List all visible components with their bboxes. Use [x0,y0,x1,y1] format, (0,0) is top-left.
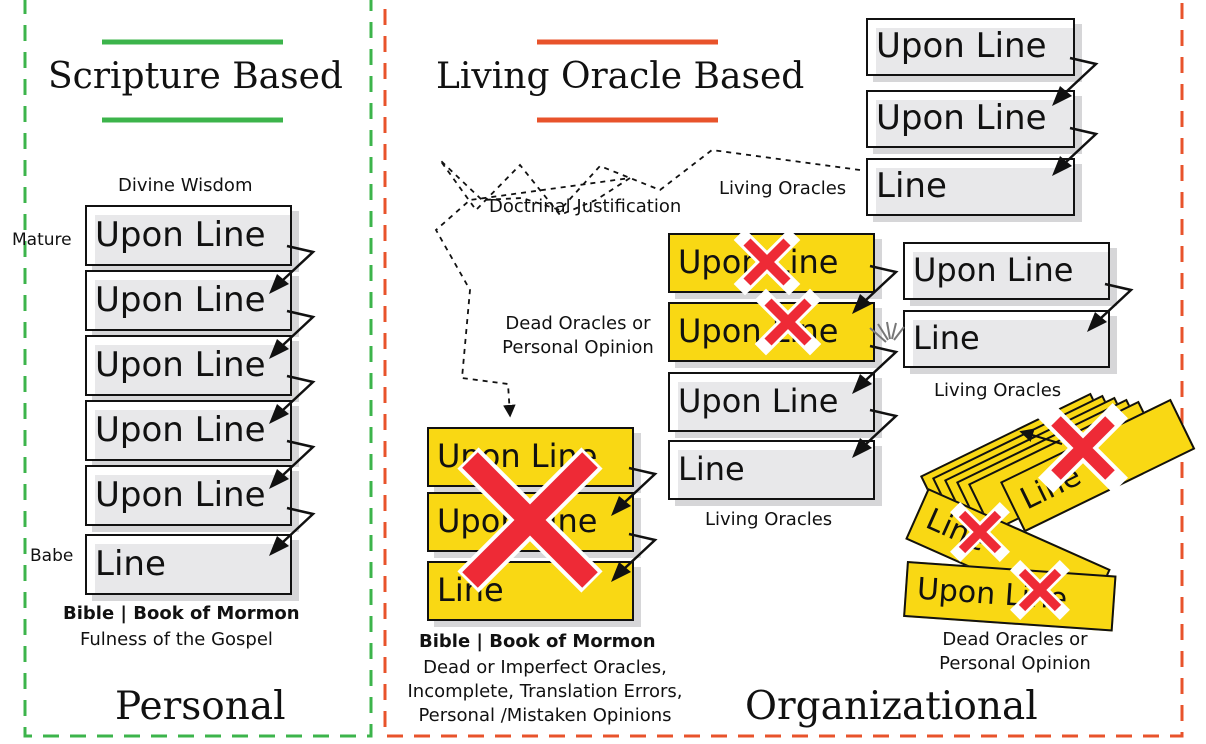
fan-arrow-icon [1019,428,1063,445]
middle-stack-text-3: Upon Line [678,382,839,421]
left-stack-box-5: Upon Line [85,465,292,526]
top-stack-text-2: Upon Line [876,98,1047,139]
scripture-based-title: Scripture Based [48,56,343,97]
zigzag-arrow-icon-9 [850,344,898,396]
scattered-label-line-2: Personal Opinion [939,653,1091,674]
dashed-arrow-icon [434,149,861,418]
big-red-x-icon [457,447,603,593]
top-stack-box-1: Upon Line [866,18,1075,76]
side-stack-label: Living Oracles [934,380,1062,401]
side-stack-box-1: Upon Line [903,242,1110,300]
side-stack-text-1: Upon Line [913,251,1074,290]
right-caption-bold: Bible | Book of Mormon [419,631,656,652]
left-stack-text-3: Upon Line [95,344,266,385]
oracle-frame [383,0,1184,738]
dead-oracles-line-2: Personal Opinion [502,337,654,358]
zigzag-arrow-icon-6 [1050,56,1098,108]
red-x-icon-2 [766,300,810,344]
middle-stack-box-4: Line [668,440,875,500]
middle-stack-box-3: Upon Line [668,372,875,432]
right-caption-line-2: Incomplete, Translation Errors, [407,681,683,702]
right-caption: Dead or Imperfect Oracles, Incomplete, T… [390,656,700,728]
red-x-icon-1 [745,240,789,284]
left-stack-text-6: Line [95,543,166,584]
dead-oracles-line-1: Dead Oracles or [505,313,651,334]
middle-stack-label: Living Oracles [705,509,833,530]
zigzag-arrow-icon-8 [850,264,898,316]
middle-stack-text-4: Line [678,450,745,489]
zigzag-arrow-icon-3 [267,374,315,426]
doctrinal-justification-label: Doctrinal Justification [489,196,682,217]
organizational-footer: Organizational [745,684,1038,729]
personal-footer: Personal [115,684,286,729]
red-x-icon-3 [1053,418,1112,477]
top-stack-label: Living Oracles [719,178,847,199]
zigzag-arrow-icon-12 [609,466,657,518]
left-stack-box-6: Line [85,534,292,595]
left-caption-bold: Bible | Book of Mormon [63,603,300,624]
right-caption-line-1: Dead or Imperfect Oracles, [423,657,667,678]
left-stack-box-4: Upon Line [85,400,292,461]
right-caption-line-3: Personal /Mistaken Opinions [418,705,672,726]
mature-label: Mature [12,230,72,250]
babe-label: Babe [30,546,74,566]
zigzag-arrow-icon-13 [609,532,657,584]
left-stack-box-3: Upon Line [85,335,292,396]
scattered-label-line-1: Dead Oracles or [942,629,1088,650]
red-x-icon-5 [1020,570,1060,610]
zigzag-arrow-icon-5 [267,506,315,558]
dead-oracles-label: Dead Oracles or Personal Opinion [493,312,663,360]
divine-wisdom-label: Divine Wisdom [118,175,253,196]
top-stack-box-2: Upon Line [866,90,1075,148]
zigzag-arrow-icon-2 [267,309,315,361]
left-caption: Fulness of the Gospel [80,629,273,650]
side-stack-box-2: Line [903,310,1110,368]
scattered-label: Dead Oracles or Personal Opinion [920,628,1110,676]
scripture-frame [23,0,373,738]
red-x-icon-4 [960,512,1000,552]
left-stack-text-1: Upon Line [95,214,266,255]
top-stack-text-3: Line [876,166,947,207]
zigzag-arrow-icon-11 [1085,282,1133,334]
zigzag-arrow-icon-4 [267,439,315,491]
side-stack-text-2: Line [913,319,980,358]
left-stack-box-2: Upon Line [85,270,292,331]
living-oracle-title: Living Oracle Based [436,56,805,97]
zigzag-arrow-icon-7 [1050,126,1098,178]
left-stack-box-1: Upon Line [85,205,292,266]
top-stack-text-1: Upon Line [876,26,1047,67]
zigzag-arrow-icon-10 [850,408,898,460]
left-stack-text-4: Upon Line [95,409,266,450]
blocked-arrow-icon [869,321,905,343]
left-stack-text-2: Upon Line [95,279,266,320]
top-stack-box-3: Line [866,158,1075,216]
left-stack-text-5: Upon Line [95,474,266,515]
zigzag-arrow-icon-1 [267,244,315,296]
